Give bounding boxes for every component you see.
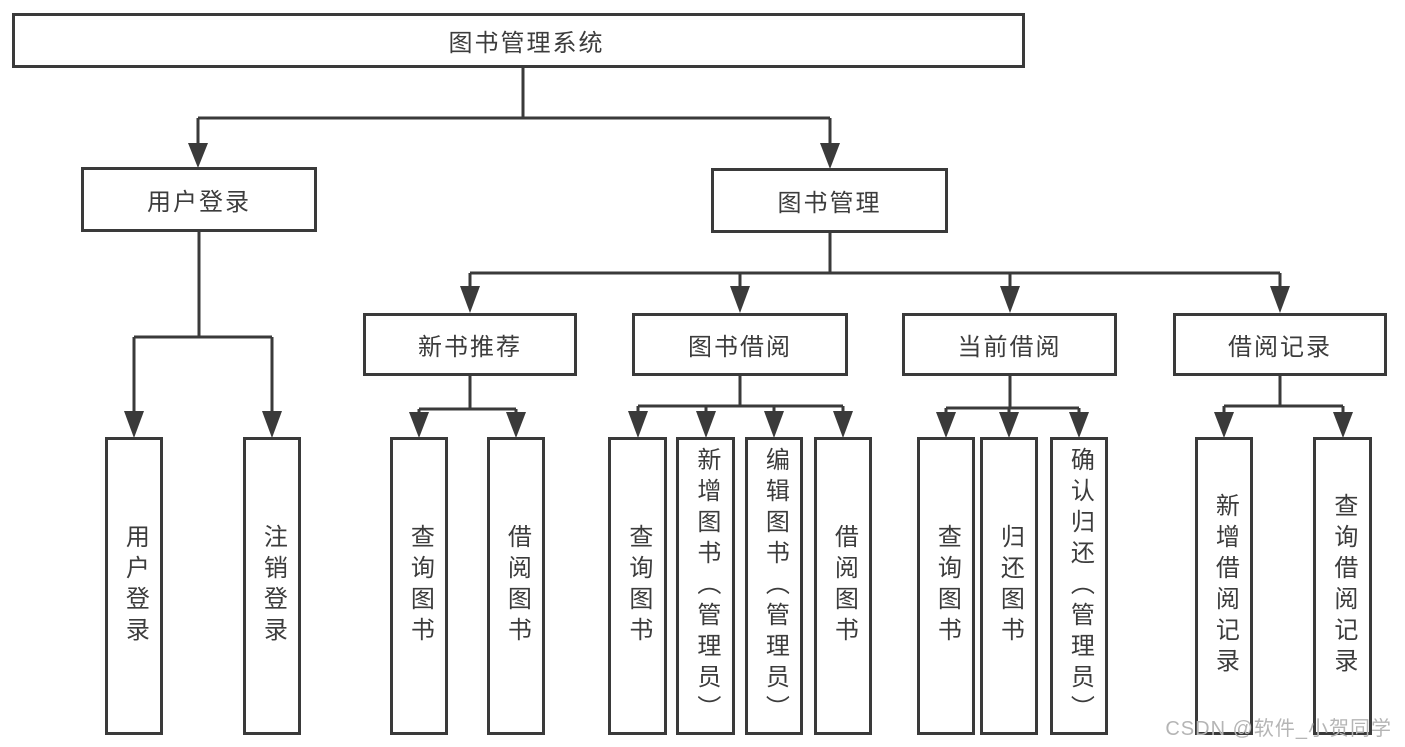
node-borrow-record: 借阅记录 [1173,313,1387,376]
node-leaf-user-login: 用户登录 [105,437,163,735]
node-leaf-bb-add-book-label: 新增图书（管理员） [692,446,720,726]
node-leaf-bb-query-book: 查询图书 [608,437,667,735]
node-current-borrow: 当前借阅 [902,313,1117,376]
connector-book-borrow [636,376,845,412]
node-book-borrow: 图书借阅 [632,313,848,376]
connector-root [196,68,832,144]
node-leaf-cb-confirm-return: 确认归还（管理员） [1050,437,1108,735]
node-leaf-logout-label: 注销登录 [259,524,287,648]
node-book-borrow-label: 图书借阅 [688,334,792,361]
node-new-book-rec: 新书推荐 [363,313,577,376]
node-leaf-br-add-record-label: 新增借阅记录 [1211,493,1239,679]
node-leaf-br-query-record: 查询借阅记录 [1313,437,1372,735]
connector-user-login [132,232,274,412]
node-user-login-group: 用户登录 [81,167,317,232]
connector-book-mgmt [468,233,1282,287]
node-leaf-rec-borrow-book: 借阅图书 [487,437,545,735]
node-leaf-rec-query-book-label: 查询图书 [406,524,434,648]
node-user-login-group-label: 用户登录 [147,189,251,216]
node-root: 图书管理系统 [12,13,1025,68]
node-root-label: 图书管理系统 [448,30,605,57]
node-leaf-br-query-record-label: 查询借阅记录 [1329,493,1357,679]
node-book-mgmt-label: 图书管理 [777,190,882,217]
node-leaf-bb-borrow-book-label: 借阅图书 [830,524,858,648]
node-new-book-rec-label: 新书推荐 [418,334,522,361]
node-leaf-bb-edit-book: 编辑图书（管理员） [745,437,803,735]
node-current-borrow-label: 当前借阅 [957,334,1062,361]
node-leaf-rec-borrow-book-label: 借阅图书 [503,524,531,648]
node-leaf-cb-return-book-label: 归还图书 [996,524,1024,648]
watermark: CSDN @软件_小贺同学 [1165,718,1392,740]
node-leaf-bb-query-book-label: 查询图书 [624,524,652,648]
node-leaf-br-add-record: 新增借阅记录 [1195,437,1253,735]
node-leaf-rec-query-book: 查询图书 [390,437,448,735]
node-leaf-user-login-label: 用户登录 [121,524,149,648]
node-leaf-logout: 注销登录 [243,437,301,735]
node-borrow-record-label: 借阅记录 [1228,334,1332,361]
connector-current-borrow [944,376,1081,412]
node-leaf-cb-query-book-label: 查询图书 [933,524,961,648]
node-leaf-bb-borrow-book: 借阅图书 [814,437,872,735]
node-book-mgmt: 图书管理 [711,168,948,233]
node-leaf-bb-edit-book-label: 编辑图书（管理员） [761,446,789,726]
node-leaf-bb-add-book: 新增图书（管理员） [676,437,735,735]
node-leaf-cb-confirm-return-label: 确认归还（管理员） [1066,446,1094,726]
connector-new-book [417,376,518,413]
node-leaf-cb-query-book: 查询图书 [917,437,975,735]
connector-borrow-record [1222,376,1345,412]
node-leaf-cb-return-book: 归还图书 [980,437,1038,735]
